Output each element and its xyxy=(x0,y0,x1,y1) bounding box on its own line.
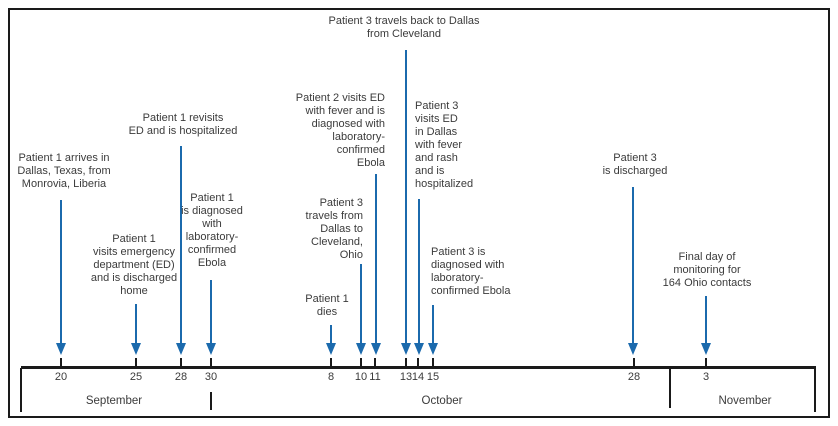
axis-tick-september-25 xyxy=(134,358,138,366)
axis-tick-november-3 xyxy=(704,358,708,366)
tick-label-september-25: 25 xyxy=(129,371,143,383)
event-label-final-monitoring-day: Final day of monitoring for 164 Ohio con… xyxy=(662,251,752,289)
tick-label-september-28: 28 xyxy=(174,371,188,383)
event-arrow-patient3-visits-ed xyxy=(417,199,421,344)
event-arrow-patient3-discharged xyxy=(631,187,635,344)
month-label-november: November xyxy=(718,395,772,407)
month-label-september: September xyxy=(85,395,143,407)
arrowhead-down-icon xyxy=(370,343,381,355)
axis-tick-october-14 xyxy=(416,358,420,366)
event-label-patient1-visits-ed: Patient 1 visits emergency department (E… xyxy=(90,233,178,297)
tick-label-september-20: 20 xyxy=(54,371,68,383)
arrowhead-down-icon xyxy=(55,343,66,355)
event-label-patient3-to-cleveland: Patient 3 travels from Dallas to Clevela… xyxy=(305,197,363,261)
event-label-patient3-diagnosed: Patient 3 is diagnosed with laboratory- … xyxy=(431,246,511,297)
event-arrow-patient3-back-to-dallas xyxy=(404,50,408,344)
tick-label-october-10: 10 xyxy=(354,371,368,383)
axis-tick-september-20 xyxy=(59,358,63,366)
event-arrow-patient1-revisits-ed xyxy=(179,146,183,344)
axis-tick-october-15 xyxy=(431,358,435,366)
tick-label-october-13: 13 xyxy=(399,371,413,383)
arrowhead-down-icon xyxy=(427,343,438,355)
arrowhead-down-icon xyxy=(627,343,638,355)
event-label-patient3-visits-ed: Patient 3 visits ED in Dallas with fever… xyxy=(415,100,474,190)
event-label-patient1-diagnosed: Patient 1 is diagnosed with laboratory- … xyxy=(181,192,243,269)
tick-label-september-30: 30 xyxy=(204,371,218,383)
timeline-axis xyxy=(21,366,816,369)
arrowhead-down-icon xyxy=(700,343,711,355)
event-arrow-final-monitoring-day xyxy=(704,296,708,344)
axis-tick-october-11 xyxy=(373,358,377,366)
event-label-patient1-arrives: Patient 1 arrives in Dallas, Texas, from… xyxy=(17,152,111,190)
event-arrow-patient1-dies xyxy=(329,325,333,344)
sep-sept-oct xyxy=(209,392,213,410)
arrowhead-down-icon xyxy=(413,343,424,355)
arrowhead-down-icon xyxy=(175,343,186,355)
event-label-patient3-discharged: Patient 3 is discharged xyxy=(602,152,668,177)
event-arrow-patient1-arrives xyxy=(59,200,63,344)
axis-tick-october-10 xyxy=(359,358,363,366)
axis-left-end xyxy=(19,368,23,412)
event-label-patient1-dies: Patient 1 dies xyxy=(305,293,349,318)
event-arrow-patient3-diagnosed xyxy=(431,305,435,344)
event-arrow-patient2-visits-ed xyxy=(374,174,378,344)
arrowhead-down-icon xyxy=(355,343,366,355)
arrowhead-down-icon xyxy=(325,343,336,355)
tick-label-october-14: 14 xyxy=(411,371,425,383)
event-arrow-patient3-to-cleveland xyxy=(359,264,363,344)
event-label-patient3-back-to-dallas: Patient 3 travels back to Dallas from Cl… xyxy=(328,15,480,40)
arrowhead-down-icon xyxy=(400,343,411,355)
month-label-october: October xyxy=(421,395,463,407)
tick-label-november-3: 3 xyxy=(702,371,710,383)
arrowhead-down-icon xyxy=(130,343,141,355)
sep-oct-nov xyxy=(668,368,672,408)
event-arrow-patient1-diagnosed xyxy=(209,280,213,344)
event-label-patient1-revisits-ed: Patient 1 revisits ED and is hospitalize… xyxy=(128,112,238,137)
tick-label-october-28: 28 xyxy=(627,371,641,383)
arrowhead-down-icon xyxy=(205,343,216,355)
axis-tick-october-8 xyxy=(329,358,333,366)
axis-tick-october-13 xyxy=(404,358,408,366)
axis-tick-september-28 xyxy=(179,358,183,366)
axis-right-end xyxy=(813,368,817,412)
tick-label-october-11: 11 xyxy=(369,371,381,383)
tick-label-october-15: 15 xyxy=(426,371,440,383)
tick-label-october-8: 8 xyxy=(327,371,335,383)
event-arrow-patient1-visits-ed xyxy=(134,304,138,344)
event-label-patient2-visits-ed: Patient 2 visits ED with fever and is di… xyxy=(295,92,385,169)
axis-tick-october-28 xyxy=(632,358,636,366)
axis-tick-september-30 xyxy=(209,358,213,366)
